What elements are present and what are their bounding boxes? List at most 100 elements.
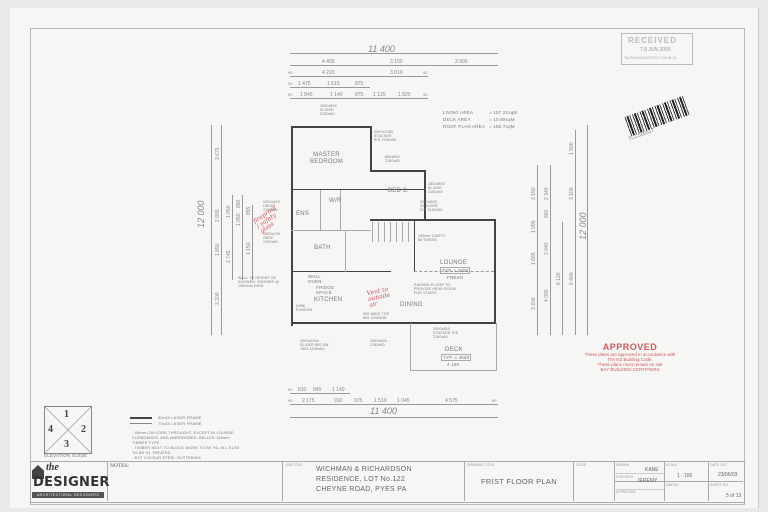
elevation-cross-icon <box>45 407 91 453</box>
window-label: 2000x800 STACKER R/S 2150x60 <box>433 327 459 339</box>
scale-value: 1 : 100 <box>677 473 693 479</box>
dim-value: 90 <box>492 398 497 403</box>
dim-value: 1 045 <box>397 398 410 404</box>
dim-value: 2 340 <box>544 187 550 200</box>
elevation-4: 4 <box>48 424 53 435</box>
dim-value: 3 100 <box>569 187 575 200</box>
approved-label: APPROVED <box>616 490 636 494</box>
dim-value: 1 150 <box>246 242 252 255</box>
lounge-size: TYP. x 4680 <box>440 267 471 274</box>
dim-line <box>562 222 563 335</box>
legend-label: 70x45 LASER FRAME <box>158 421 202 426</box>
dim-line <box>537 165 538 335</box>
dim-line <box>232 195 233 280</box>
dim-line <box>252 205 253 280</box>
dim-value: 90 <box>288 387 293 392</box>
dim-value: 90 <box>288 92 293 97</box>
dim-overall-width: 11 400 <box>370 406 397 416</box>
drawing-sheet <box>10 8 759 508</box>
sheet-number: 5 of 13 <box>726 493 742 499</box>
spec-note: TO BE H1 TREATED <box>132 451 171 455</box>
dim-value: 1 120 <box>373 92 386 98</box>
approved-stamp: APPROVED These plans are approved in acc… <box>560 342 700 372</box>
approved-line: These plans are approved in accordance w… <box>584 352 676 357</box>
plan-note: 150mm CAVITY BETWEEN <box>418 234 446 242</box>
room-wir: W/R <box>329 198 342 204</box>
area-label: DECK AREA <box>443 117 471 122</box>
dim-value: 2 040 <box>544 242 550 255</box>
dim-line <box>290 87 370 88</box>
legend-thin-line <box>130 423 152 424</box>
spec-note: - TIMBER NEXT TO BLOCK WORK TO BE H3, AL… <box>132 446 240 450</box>
dim-value: 3 675 <box>215 147 221 160</box>
plan-note: HOB/ FUNOOD <box>296 304 313 312</box>
dim-line <box>290 76 428 77</box>
approved-title: APPROVED <box>602 342 658 352</box>
logo-subtitle: ARCHITECTURAL DESIGNERS <box>32 492 104 498</box>
date-label: DATE OUT <box>710 463 728 467</box>
logo-name: DESIGNER <box>33 475 110 490</box>
area-value: = 156.7sqM <box>489 124 515 129</box>
room-dining: DINING <box>400 302 423 308</box>
elevation-guide-box: 1 2 3 4 <box>44 406 92 454</box>
lounge-fresh: FRESH <box>447 275 464 280</box>
room-bath: BATH <box>314 245 331 251</box>
dim-value: 3 900 <box>455 59 468 65</box>
dim-overall-height: 12 000 <box>196 200 206 228</box>
dim-line <box>575 130 576 335</box>
dim-overall-height: 12 000 <box>578 212 588 240</box>
dim-value: 810 <box>298 387 307 393</box>
spec-note: TIMBER TYPE <box>132 441 160 445</box>
room-ens: ENS <box>296 211 310 217</box>
dim-value: 1 665 <box>531 252 537 265</box>
deck-size: TYP. x 4680 <box>441 354 472 361</box>
dim-value: 3 200 <box>215 292 221 305</box>
dim-value: 1 845 <box>300 92 313 98</box>
dim-value: 845 <box>313 387 322 393</box>
dim-value: 1 140 <box>332 387 345 393</box>
job-title-label: JOB TITLE <box>285 463 303 467</box>
dim-value: 800 <box>544 209 550 218</box>
dim-line <box>290 53 498 54</box>
dim-value: 90 <box>288 81 293 86</box>
received-stamp: RECEIVED 7 8 JUN 2003 TAURANGA DISTRICT … <box>621 33 693 65</box>
dim-line <box>290 98 428 99</box>
elevation-1: 1 <box>64 409 69 420</box>
dim-line <box>290 417 498 418</box>
dim-line <box>211 125 212 335</box>
dim-value: 875 <box>355 92 364 98</box>
window-label: 800x600 2150x60 <box>385 155 400 163</box>
dim-value: 1 050 <box>236 213 242 226</box>
plan-note: RAISING FLOOR TO PROVIDE HEAD ROOM FOR S… <box>414 283 456 295</box>
dim-value: 4 400 <box>322 59 335 65</box>
dim-value: 910 <box>334 398 343 404</box>
spec-note: CUPBOARDS, AND WARDROBES, BELLED 150mm <box>132 436 230 440</box>
stamp-council: TAURANGA DISTRICT COUNCIL <box>624 56 677 60</box>
window-label: 2000x800 STACKER R/S 2150x60 <box>420 200 443 212</box>
dim-line <box>550 165 551 335</box>
dim-value: 3 200 <box>531 297 537 310</box>
dim-value: 2 175 <box>302 398 315 404</box>
scale-label: SCALE <box>666 463 678 467</box>
dim-value: 2 745 <box>226 250 232 263</box>
dim-value: 1 050 <box>226 205 232 218</box>
area-label: ROOF PLAN AREA <box>443 124 486 129</box>
deck-dim: 4 190 <box>447 362 460 367</box>
dim-value: 90 <box>288 398 293 403</box>
dim-value: 1 510 <box>374 398 387 404</box>
dim-value: 3 010 <box>390 70 403 76</box>
area-label: LIVING AREA <box>443 110 474 115</box>
dim-value: 6 400 <box>569 272 575 285</box>
drawing-border <box>30 28 745 505</box>
date-value: 23/06/03 <box>718 472 738 478</box>
code-label: CODE <box>576 463 587 467</box>
dim-value: 90 <box>288 70 293 75</box>
legend-thick-line <box>130 417 152 419</box>
wall-oven: WALL OVEN <box>308 274 322 284</box>
dim-line <box>221 125 222 335</box>
drawing-title-label: DRAWING TITLE <box>467 463 495 467</box>
stamp-date: 7 8 JUN 2003 <box>640 47 671 53</box>
dim-value: 850 <box>236 199 242 208</box>
plan-note: 900 WIDE TOP 500 CHANGE <box>363 312 390 320</box>
dim-value: 1 850 <box>215 243 221 256</box>
